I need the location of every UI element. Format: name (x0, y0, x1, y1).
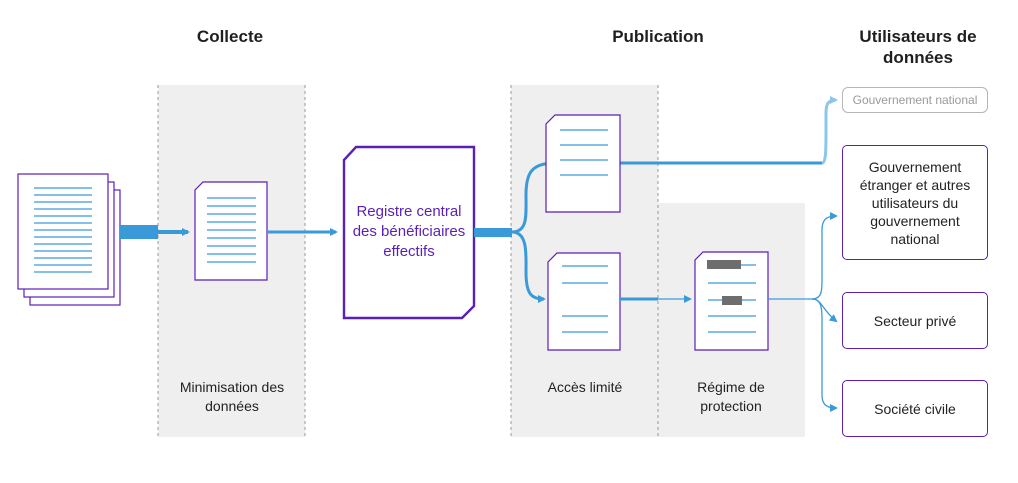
heading-collecte: Collecte (196, 27, 264, 46)
user-gouvernement-national: Gouvernement national (842, 87, 988, 113)
label-acces-limite: Accès limité (547, 379, 623, 395)
arrow-to-national-government (821, 96, 838, 165)
distribution-arrows (768, 212, 838, 412)
redacted-document-icon (694, 251, 769, 351)
minimised-document-icon (194, 181, 268, 281)
registry-box (342, 145, 476, 320)
heading-utilisateurs: Utilisateurs de données (859, 27, 977, 67)
limited-access-document-icon (547, 252, 621, 351)
arrow-sources-to-minimisation (120, 225, 190, 239)
registry-label: Registre central des bénéficiaires effec… (352, 203, 466, 260)
registry-outflow (474, 161, 822, 303)
user-gouvernement-etranger: Gouvernement étranger et autres utilisat… (842, 145, 988, 260)
user-secteur-prive: Secteur privé (842, 292, 988, 349)
public-document-icon (545, 114, 621, 213)
label-regime-protection: Régime de protection (697, 379, 765, 414)
source-documents-icon (17, 173, 121, 306)
user-societe-civile: Société civile (842, 380, 988, 437)
label-minimisation: Minimisation des données (179, 379, 285, 414)
heading-publication: Publication (612, 27, 704, 46)
